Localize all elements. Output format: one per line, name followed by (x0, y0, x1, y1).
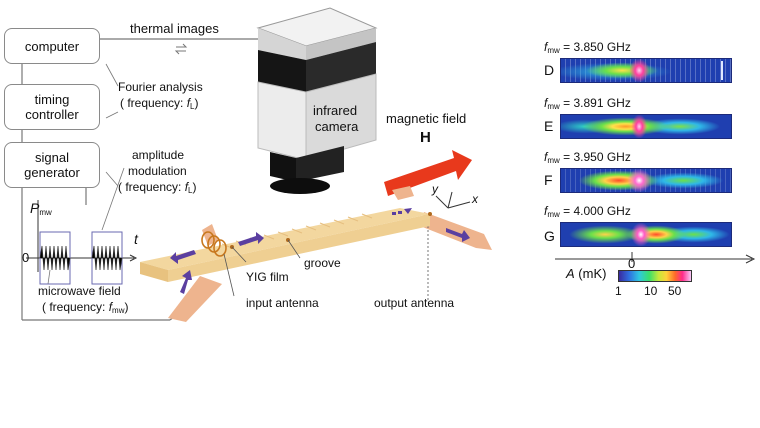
panel-freq: fmw = 3.950 GHz (544, 150, 631, 165)
magnetic-field-label: magnetic field (386, 111, 467, 126)
microwave-frequency: ( frequency: fmw) (42, 300, 129, 315)
right-axis (555, 252, 756, 264)
thermal-map (560, 58, 732, 83)
colorbar-tick-1: 1 (615, 284, 622, 298)
amplitude-frequency: ( frequency: fL) (118, 180, 197, 195)
timing-label-1: timing (34, 92, 70, 107)
thermal-map (560, 168, 732, 193)
panel-letter: E (544, 118, 554, 134)
axis-x-label: x (472, 192, 478, 206)
panel-letter: G (544, 228, 555, 244)
camera-label-1: infrared (313, 103, 358, 118)
signal-generator-box: signal generator (4, 142, 100, 188)
panel-freq: fmw = 3.891 GHz (544, 96, 631, 111)
thermal-map (560, 222, 732, 247)
colorbar-tick-50: 50 (668, 284, 682, 298)
t-label: t (134, 231, 138, 247)
panel-freq: fmw = 4.000 GHz (544, 204, 631, 219)
amplitude-label: amplitude (132, 148, 185, 162)
axis-y-label: y (432, 182, 438, 196)
zero-label: 0 (22, 250, 30, 265)
diagram-graphics (21, 7, 492, 322)
fourier-label: Fourier analysis (118, 80, 203, 94)
computer-box: computer (4, 28, 100, 64)
yig-film-label: YIG film (246, 270, 289, 284)
colorbar-tick-10: 10 (644, 284, 658, 298)
panel-freq: fmw = 3.850 GHz (544, 40, 631, 55)
input-antenna-label: input antenna (246, 296, 319, 310)
signal-label-1: signal (35, 150, 69, 165)
microwave-field-label: microwave field (38, 284, 121, 298)
timing-label-2: controller (25, 107, 79, 122)
colorbar-title: A (mK) (566, 266, 607, 281)
modulation-label: modulation (128, 164, 187, 178)
timing-controller-box: timing controller (4, 84, 100, 130)
thermal-map (560, 114, 732, 139)
colorbar (618, 270, 692, 282)
magnetic-field-H: H (420, 129, 431, 146)
signal-label-2: generator (24, 165, 80, 180)
camera-label-2: camera (315, 119, 359, 134)
computer-label: computer (24, 38, 80, 54)
panel-letter: D (544, 62, 555, 78)
groove-label: groove (304, 256, 341, 270)
output-antenna-label: output antenna (374, 296, 455, 310)
panel-letter: F (544, 172, 553, 188)
axis-zero-label: 0 (628, 256, 636, 271)
thermal-images-label: thermal images (130, 21, 219, 36)
fourier-frequency: ( frequency: fL) (120, 96, 199, 111)
p-mw-label: Pmw (30, 200, 52, 217)
